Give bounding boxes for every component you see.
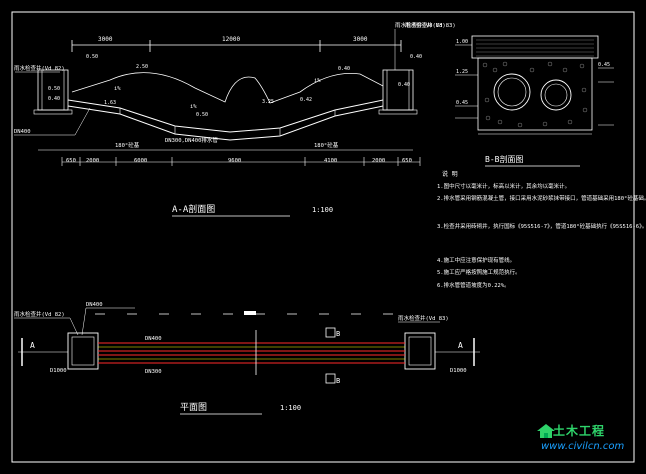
svg-text:2000: 2000 [86,158,99,164]
section-bb-top-label: 雨水检查井(Vd 83) [405,21,456,29]
pipe-circle-dn300 [540,79,572,111]
culvert-label-aa: DN400 [14,129,31,135]
green-level-marks: 0.50 2.50 0.50 1.63 0.50 3.25 0.42 0.40 … [48,54,422,118]
svg-text:0.50: 0.50 [196,112,208,118]
svg-text:2.50: 2.50 [136,64,148,70]
svg-text:6000: 6000 [134,158,147,164]
svg-text:0.40: 0.40 [398,82,410,88]
dim-top-1: 3000 [98,36,113,43]
plan-section-mark-a-right: A [458,341,463,350]
svg-text:3.25: 3.25 [262,99,274,105]
note-5: 5.施工应严格按照施工规范执行。 [437,268,521,276]
trench [477,57,593,131]
plan-section-mark-a-left: A [30,341,35,350]
note-4: 4.施工中应注意保护现有管线。 [437,256,515,264]
house-icon [537,424,555,438]
svg-text:1.63: 1.63 [104,100,116,106]
plan-pipe-bottom-label: DN300 [145,369,162,375]
right-well-aa [382,69,414,111]
watermark-logo: 土木工程 www.civilcn.com [535,416,631,460]
section-bb: 雨水检查井(Vd 83) 1.00 1.25 [405,21,614,167]
plan-right-well-size: D1000 [450,368,467,374]
notes-block: 说 明 1.图中尺寸以毫米计，标高以米计，其余均以毫米计。 2.排水管采用钢筋混… [437,170,646,289]
plan-section-mark-b-bottom: B [336,377,340,385]
svg-text:9600: 9600 [228,158,241,164]
pipe-label-aa: DN300,DN400排水管 [165,136,218,144]
svg-text:0.50: 0.50 [86,54,98,60]
plan-pipe-top-label: DN400 [145,336,162,342]
plan-right-well [404,332,436,370]
plan-culvert-label: DN400 [86,302,103,308]
plan-section-mark-b-top: B [336,330,340,338]
svg-text:4100: 4100 [324,158,337,164]
plan-view: 雨水检查井(Vd 82) DN400 雨水检查井(Vd 83) D1000 D1… [14,302,480,415]
drawing-border [11,11,635,463]
dim-bottom-1b: 180°砼基 [314,141,339,149]
plan-title: 平面图 [180,402,207,413]
section-aa-scale: 1:100 [312,206,333,214]
svg-text:0.40: 0.40 [410,54,422,60]
note-3: 3.检查井采用砖砌井，执行国标《95S516-7》，管道180°砼基础执行《95… [437,222,646,230]
plan-right-well-label: 雨水检查井(Vd 83) [398,314,449,322]
watermark-name: 土木工程 [553,424,606,438]
svg-text:650: 650 [66,158,76,164]
svg-text:0.40: 0.40 [338,66,350,72]
svg-text:0.50: 0.50 [48,86,60,92]
slope-label-2: i% [190,104,197,110]
dim-top-2: 12000 [222,36,240,43]
svg-text:0.40: 0.40 [48,96,60,102]
section-bb-title: B-B剖面图 [485,154,523,164]
slope-label-1: i% [114,86,121,92]
note-6: 6.排水管管道坡度为0.22%。 [437,281,510,289]
slope-label-3: i% [314,78,321,84]
left-well-label-aa: 雨水检查井(Vd 82) [14,64,65,72]
svg-text:650: 650 [402,158,412,164]
svg-text:1.25: 1.25 [456,69,468,75]
plan-left-well-label: 雨水检查井(Vd 82) [14,310,65,318]
svg-text:0.42: 0.42 [300,97,312,103]
plan-left-well-size: D1000 [50,368,67,374]
svg-text:0.45: 0.45 [598,62,610,68]
plan-scale: 1:100 [280,404,301,412]
notes-title: 说 明 [442,170,458,178]
svg-text:1.00: 1.00 [456,39,468,45]
svg-text:2000: 2000 [372,158,385,164]
pipe-circle-dn400 [493,73,531,111]
section-aa-title: A-A剖面图 [172,203,215,215]
right-well-label-aa: 雨水检查井(Vd 83) [395,21,446,29]
plan-pipes [98,342,405,364]
dim-bottom-1a: 180°砼基 [115,141,140,149]
ground-profile [71,72,384,104]
note-1: 1.图中尺寸以毫米计，标高以米计，其余均以毫米计。 [437,182,570,190]
note-2: 2.排水管采用钢筋混凝土管，接口采用水泥砂浆抹带接口，管道基础采用180°砼基础… [437,194,646,202]
svg-text:0.45: 0.45 [456,100,468,106]
watermark-url: www.civilcn.com [541,441,625,452]
dim-top-3: 3000 [353,36,368,43]
section-aa: 3000 12000 3000 雨水检查井(Vd 82) 雨水检查井(Vd 83… [14,21,446,217]
plan-left-well [67,332,99,370]
